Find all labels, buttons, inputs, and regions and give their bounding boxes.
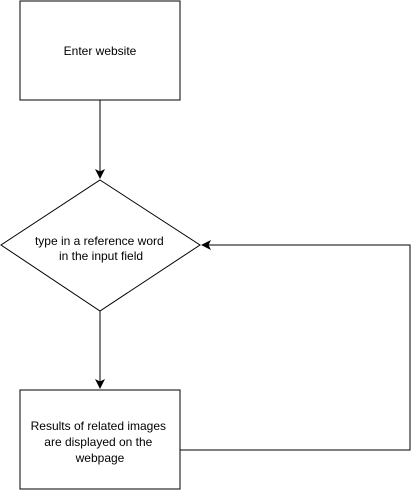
- node-type-reference-word: type in a reference word in the input fi…: [0, 179, 201, 312]
- node-enter-website-label: Enter website: [64, 44, 137, 58]
- node-enter-website: Enter website: [19, 0, 181, 101]
- node-results-displayed: Results of related images are displayed …: [19, 389, 181, 490]
- node-type-reference-word-diamond: [0, 179, 201, 312]
- node-results-displayed-box: [19, 389, 181, 490]
- node-type-reference-word-label: type in a reference word in the input fi…: [35, 234, 167, 263]
- node-results-displayed-label: Results of related images are displayed …: [31, 419, 170, 465]
- edge-results-loop-back: [180, 240, 411, 451]
- node-enter-website-box: [19, 0, 181, 101]
